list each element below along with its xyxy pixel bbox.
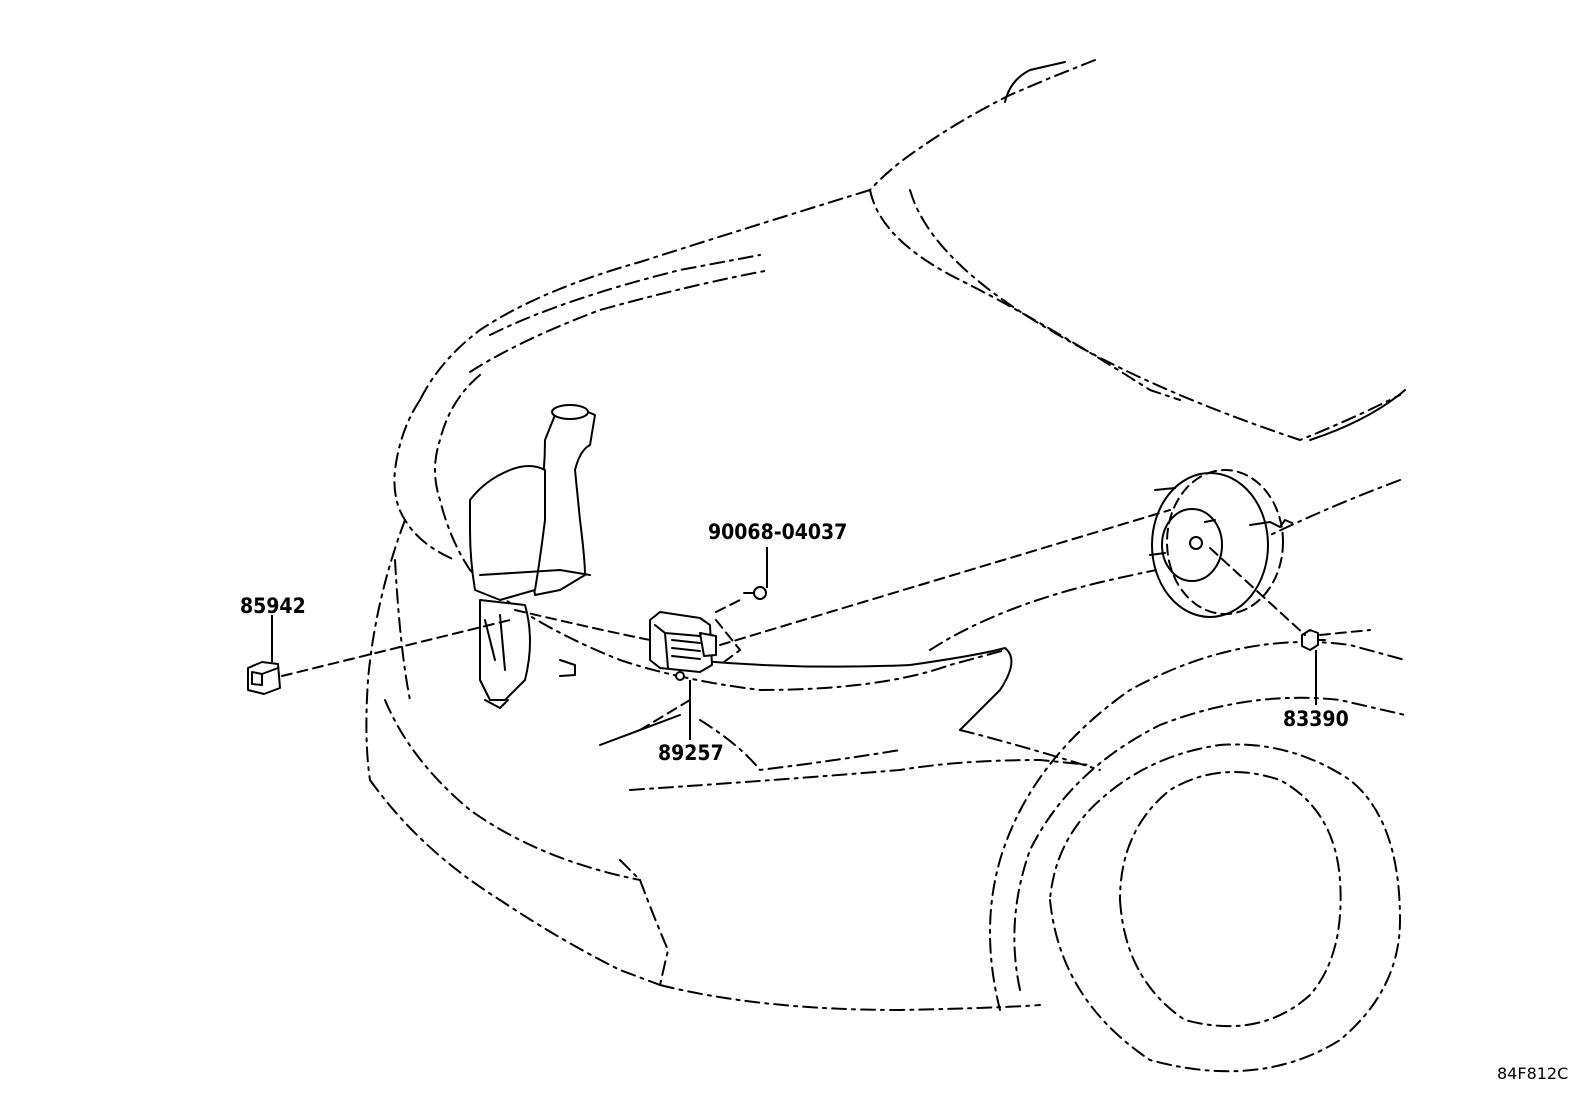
callout-83390[interactable]: 83390 bbox=[1283, 707, 1349, 731]
leader-lines bbox=[271, 547, 1317, 740]
brake-booster bbox=[1149, 469, 1293, 618]
callout-85942[interactable]: 85942 bbox=[240, 594, 306, 618]
clip-83390-part bbox=[1301, 629, 1326, 651]
bolt-90068-part bbox=[743, 586, 767, 600]
callout-89257[interactable]: 89257 bbox=[658, 741, 724, 765]
clip-85942-part bbox=[247, 661, 281, 695]
washer-tank bbox=[469, 404, 596, 709]
ecu-89257-part bbox=[649, 611, 717, 681]
callout-90068-04037[interactable]: 90068-04037 bbox=[708, 520, 847, 544]
car-body-outline bbox=[365, 59, 1406, 1073]
figure-code: 84F812C bbox=[1497, 1064, 1568, 1083]
installation-lines bbox=[281, 509, 1371, 731]
